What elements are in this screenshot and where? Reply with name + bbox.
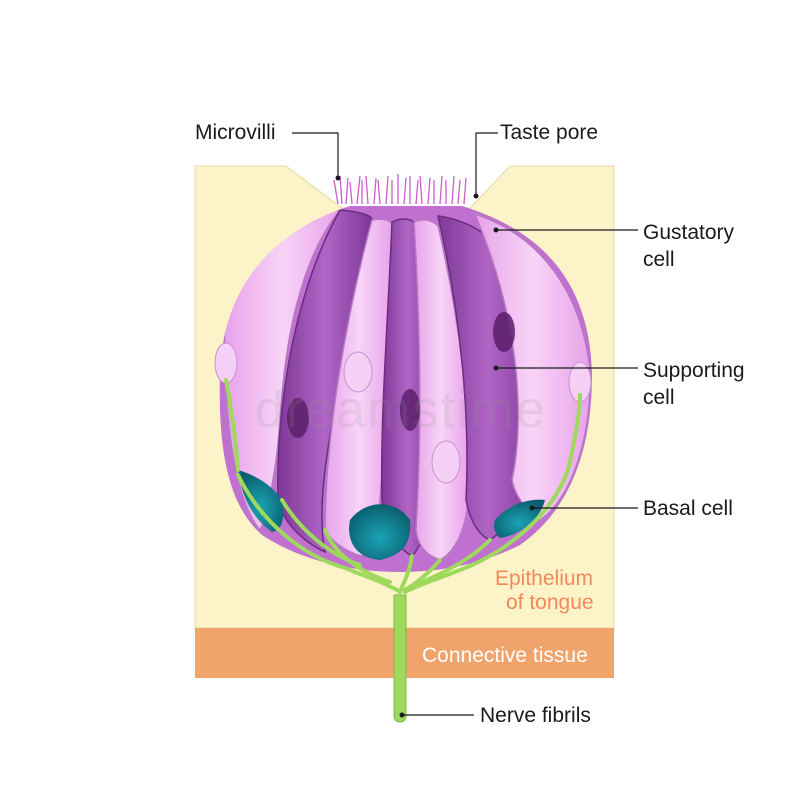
label-gustatory-cell-line1: Gustatory	[643, 221, 735, 244]
label-connective-tissue: Connective tissue	[422, 644, 588, 667]
label-supporting-cell-line2: cell	[643, 386, 675, 409]
microvilli	[333, 174, 467, 205]
label-supporting-cell-line1: Supporting	[643, 359, 745, 382]
supporting-cell	[473, 212, 591, 521]
watermark: dreamstime	[255, 381, 547, 439]
label-taste-pore: Taste pore	[500, 121, 599, 144]
label-nerve-fibrils: Nerve fibrils	[480, 704, 591, 727]
label-epithelium-line2: of tongue	[506, 591, 594, 614]
nucleus	[493, 312, 515, 352]
nucleus	[400, 389, 420, 431]
basal-cell	[349, 504, 411, 560]
nucleus	[287, 398, 309, 438]
leader-lines	[292, 132, 638, 716]
label-microvilli: Microvilli	[195, 121, 276, 144]
label-gustatory-cell-line2: cell	[643, 248, 675, 271]
nerve-fibrils	[393, 594, 407, 723]
label-basal-cell: Basal cell	[643, 497, 733, 520]
leader-dots	[335, 175, 535, 718]
nucleus	[431, 440, 461, 484]
basal-cell	[238, 470, 284, 532]
nucleus	[214, 342, 238, 384]
label-epithelium-line1: Epithelium	[495, 567, 594, 590]
nerve-fibrils-network	[224, 378, 582, 594]
nucleus	[343, 351, 373, 393]
